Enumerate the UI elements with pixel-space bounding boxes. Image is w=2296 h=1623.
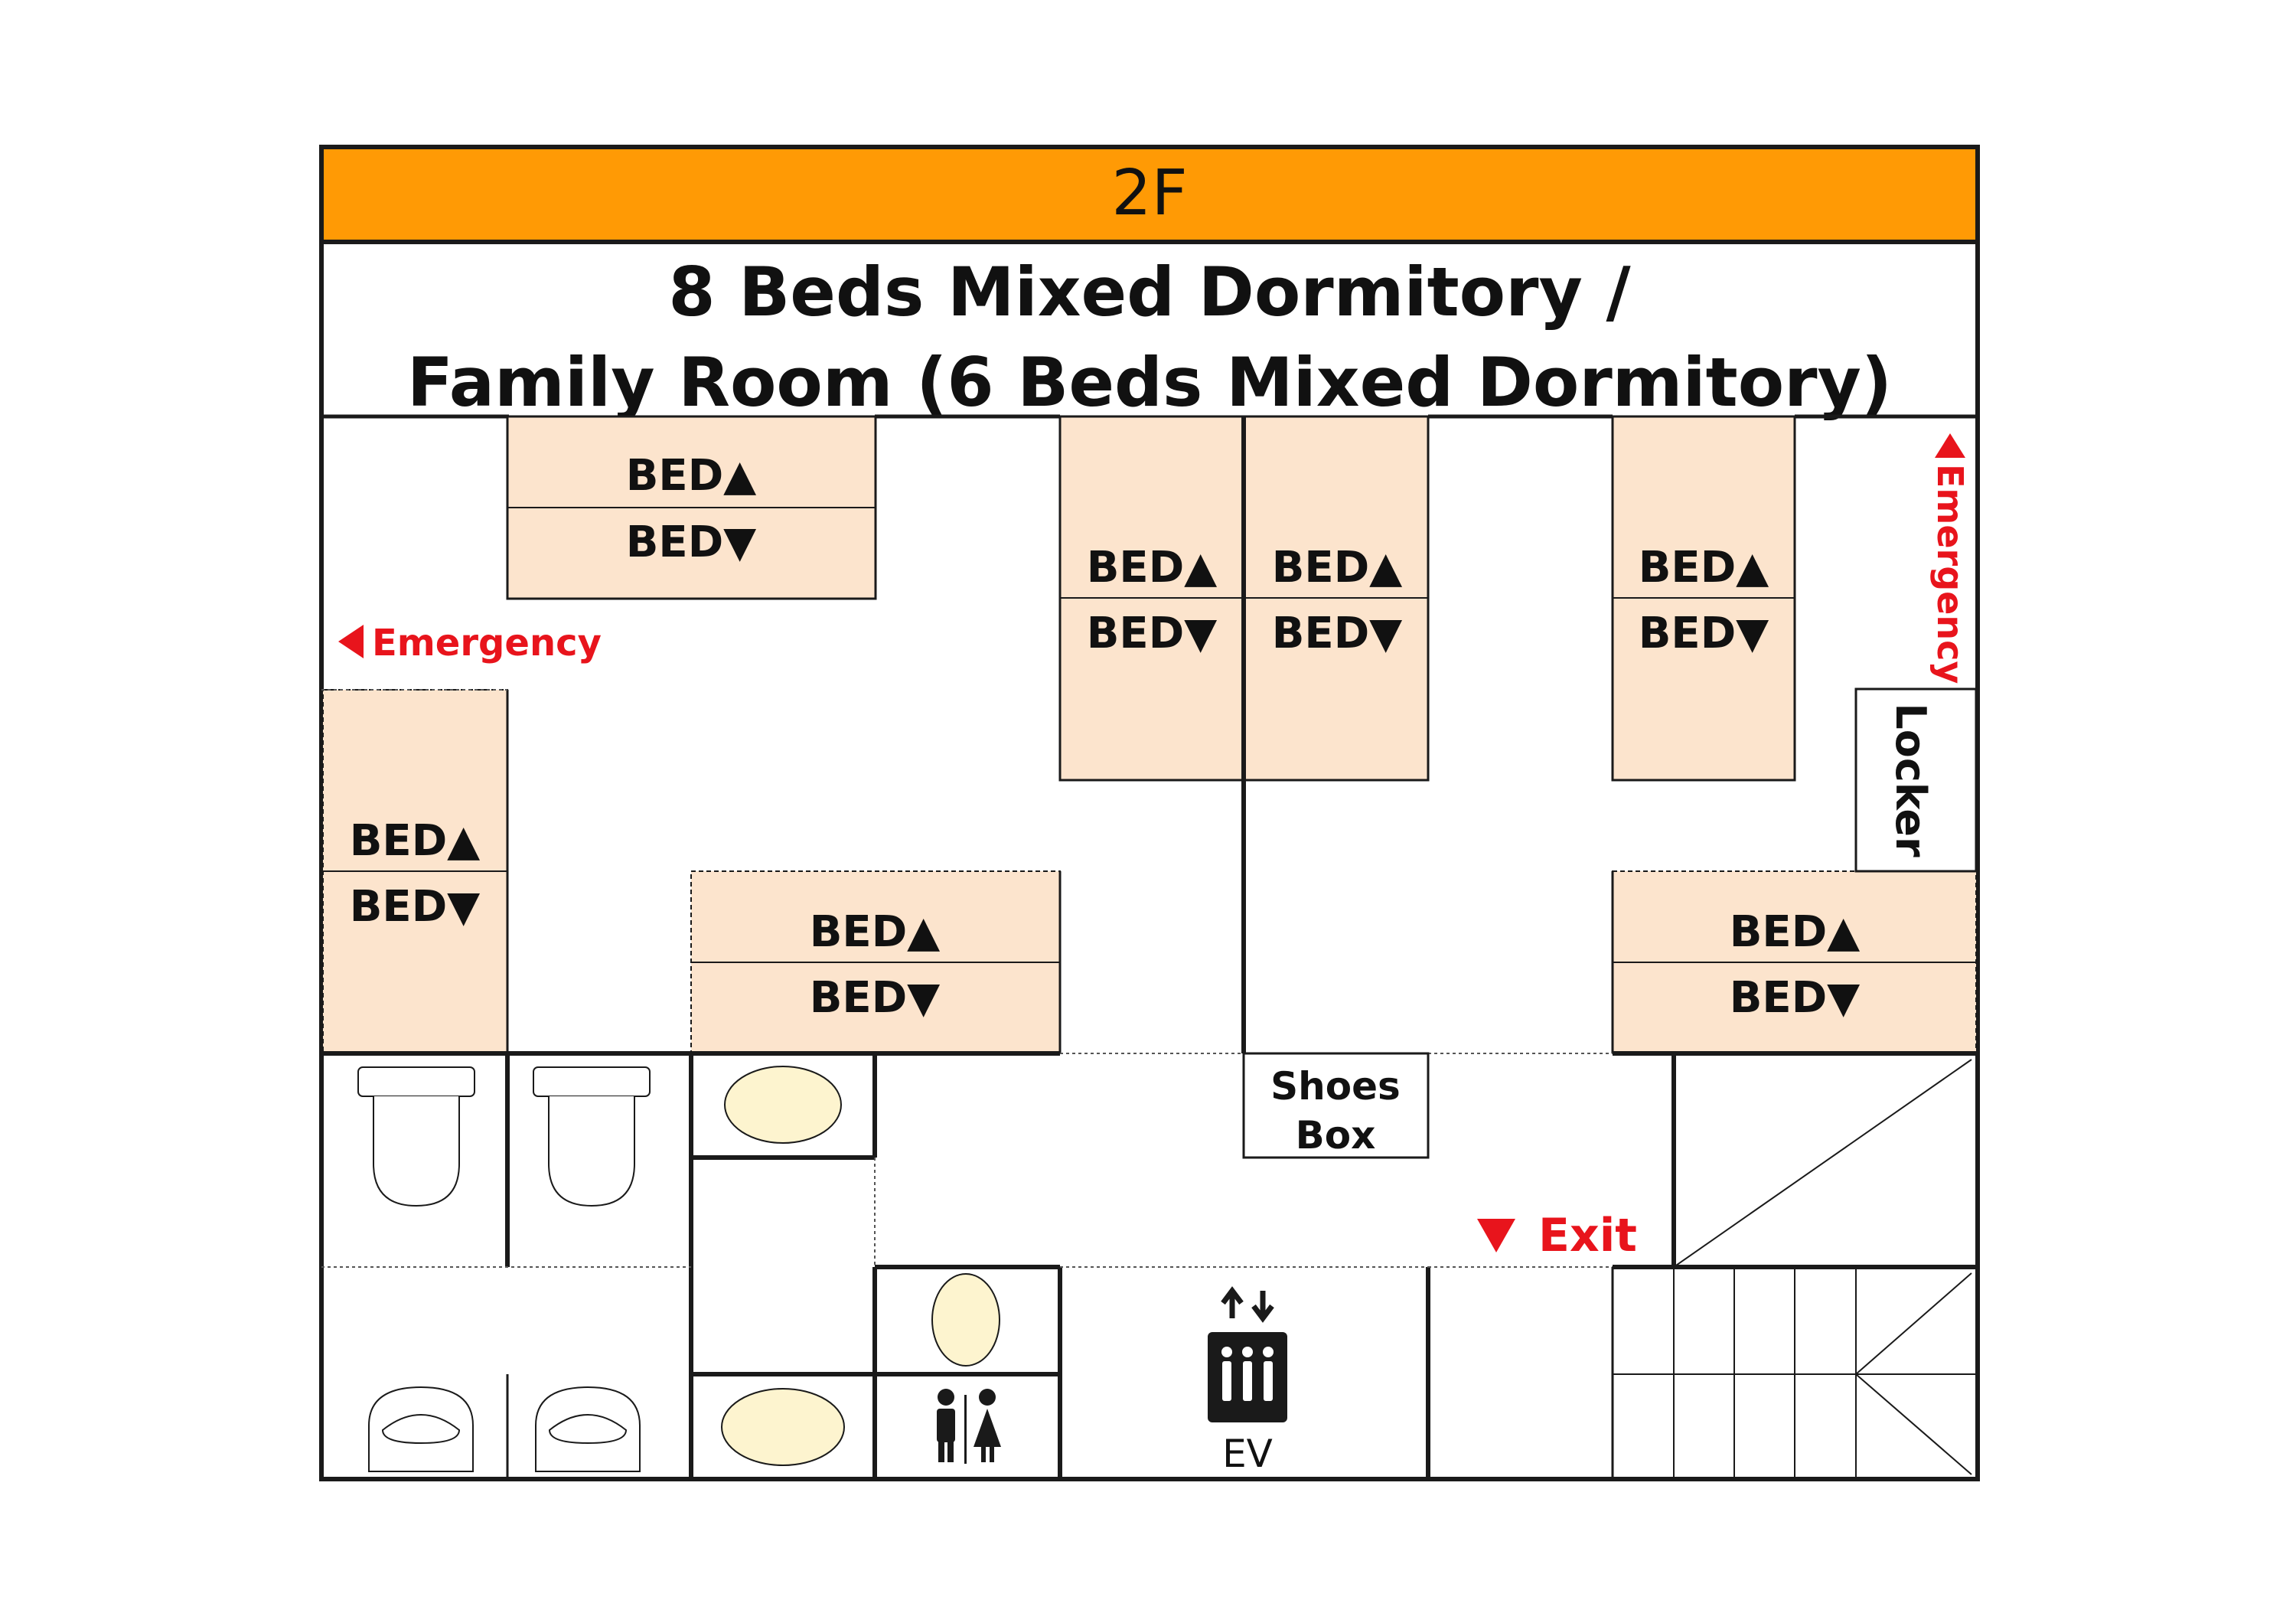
sink-icon	[724, 1066, 842, 1144]
bed-block: BED▲ BED▼	[1058, 415, 1245, 782]
locker: Locker	[1854, 687, 1978, 873]
toilet-icon	[357, 1066, 475, 1207]
title-line-1: 8 Beds Mixed Dormitory /	[668, 253, 1631, 331]
toilet-icon	[533, 1066, 651, 1207]
shoes-box-label-1: Shoes	[1270, 1064, 1401, 1109]
restroom-icon	[937, 1389, 1001, 1464]
bed-block: BED▲ BED▼	[690, 870, 1062, 1054]
urinal-icon	[535, 1386, 641, 1472]
shoes-box-label-2: Box	[1296, 1113, 1376, 1158]
triangle-down-icon	[1477, 1219, 1515, 1252]
emergency-sign-left: Emergency	[338, 622, 602, 665]
bed-block: BED▲ BED▼	[1611, 870, 1977, 1054]
exit-sign: Exit	[1477, 1209, 1637, 1262]
bed-lower-label: BED▼	[1272, 609, 1403, 658]
bed-upper-label: BED▲	[1730, 907, 1861, 957]
bed-upper-label: BED▲	[810, 907, 941, 957]
urinal-icon	[368, 1386, 474, 1472]
emergency-right-label: Emergency	[1929, 464, 1971, 684]
bed-lower-label: BED▼	[1730, 973, 1861, 1023]
bed-block: BED▲ BED▼	[1611, 415, 1796, 782]
title-line-2: Family Room (6 Beds Mixed Dormitory)	[407, 343, 1892, 422]
bed-lower-label: BED▼	[350, 882, 481, 932]
bed-upper-label: BED▲	[1272, 543, 1403, 593]
triangle-up-icon	[1935, 433, 1965, 458]
shoes-box: Shoes Box	[1242, 1052, 1430, 1159]
elevator-label: EV	[1222, 1432, 1273, 1476]
bed-upper-label: BED▲	[1087, 543, 1218, 593]
exit-label: Exit	[1538, 1209, 1637, 1262]
floor-label: 2F	[1111, 157, 1187, 230]
bed-lower-label: BED▼	[1639, 609, 1769, 658]
bed-upper-label: BED▲	[626, 451, 757, 501]
bed-lower-label: BED▼	[810, 973, 941, 1023]
floor-outline	[319, 145, 1980, 1481]
bed-upper-label: BED▲	[350, 816, 481, 866]
bed-lower-label: BED▼	[626, 518, 757, 567]
bed-upper-label: BED▲	[1639, 543, 1769, 593]
emergency-left-label: Emergency	[372, 622, 602, 665]
bed-block: BED▲ BED▼	[506, 415, 877, 600]
locker-label: Locker	[1887, 703, 1935, 857]
triangle-left-icon	[338, 625, 364, 658]
stairs	[1611, 1059, 1978, 1479]
bed-lower-label: BED▼	[1087, 609, 1218, 658]
bed-block: BED▲ BED▼	[322, 689, 509, 1054]
dotted-partitions	[321, 689, 1613, 1268]
sink-icon	[931, 1273, 1000, 1367]
bed-block: BED▲ BED▼	[1242, 415, 1430, 782]
elevator-icon	[1208, 1286, 1287, 1422]
emergency-sign-right: Emergency	[1929, 433, 1971, 684]
sink-icon	[721, 1388, 845, 1466]
